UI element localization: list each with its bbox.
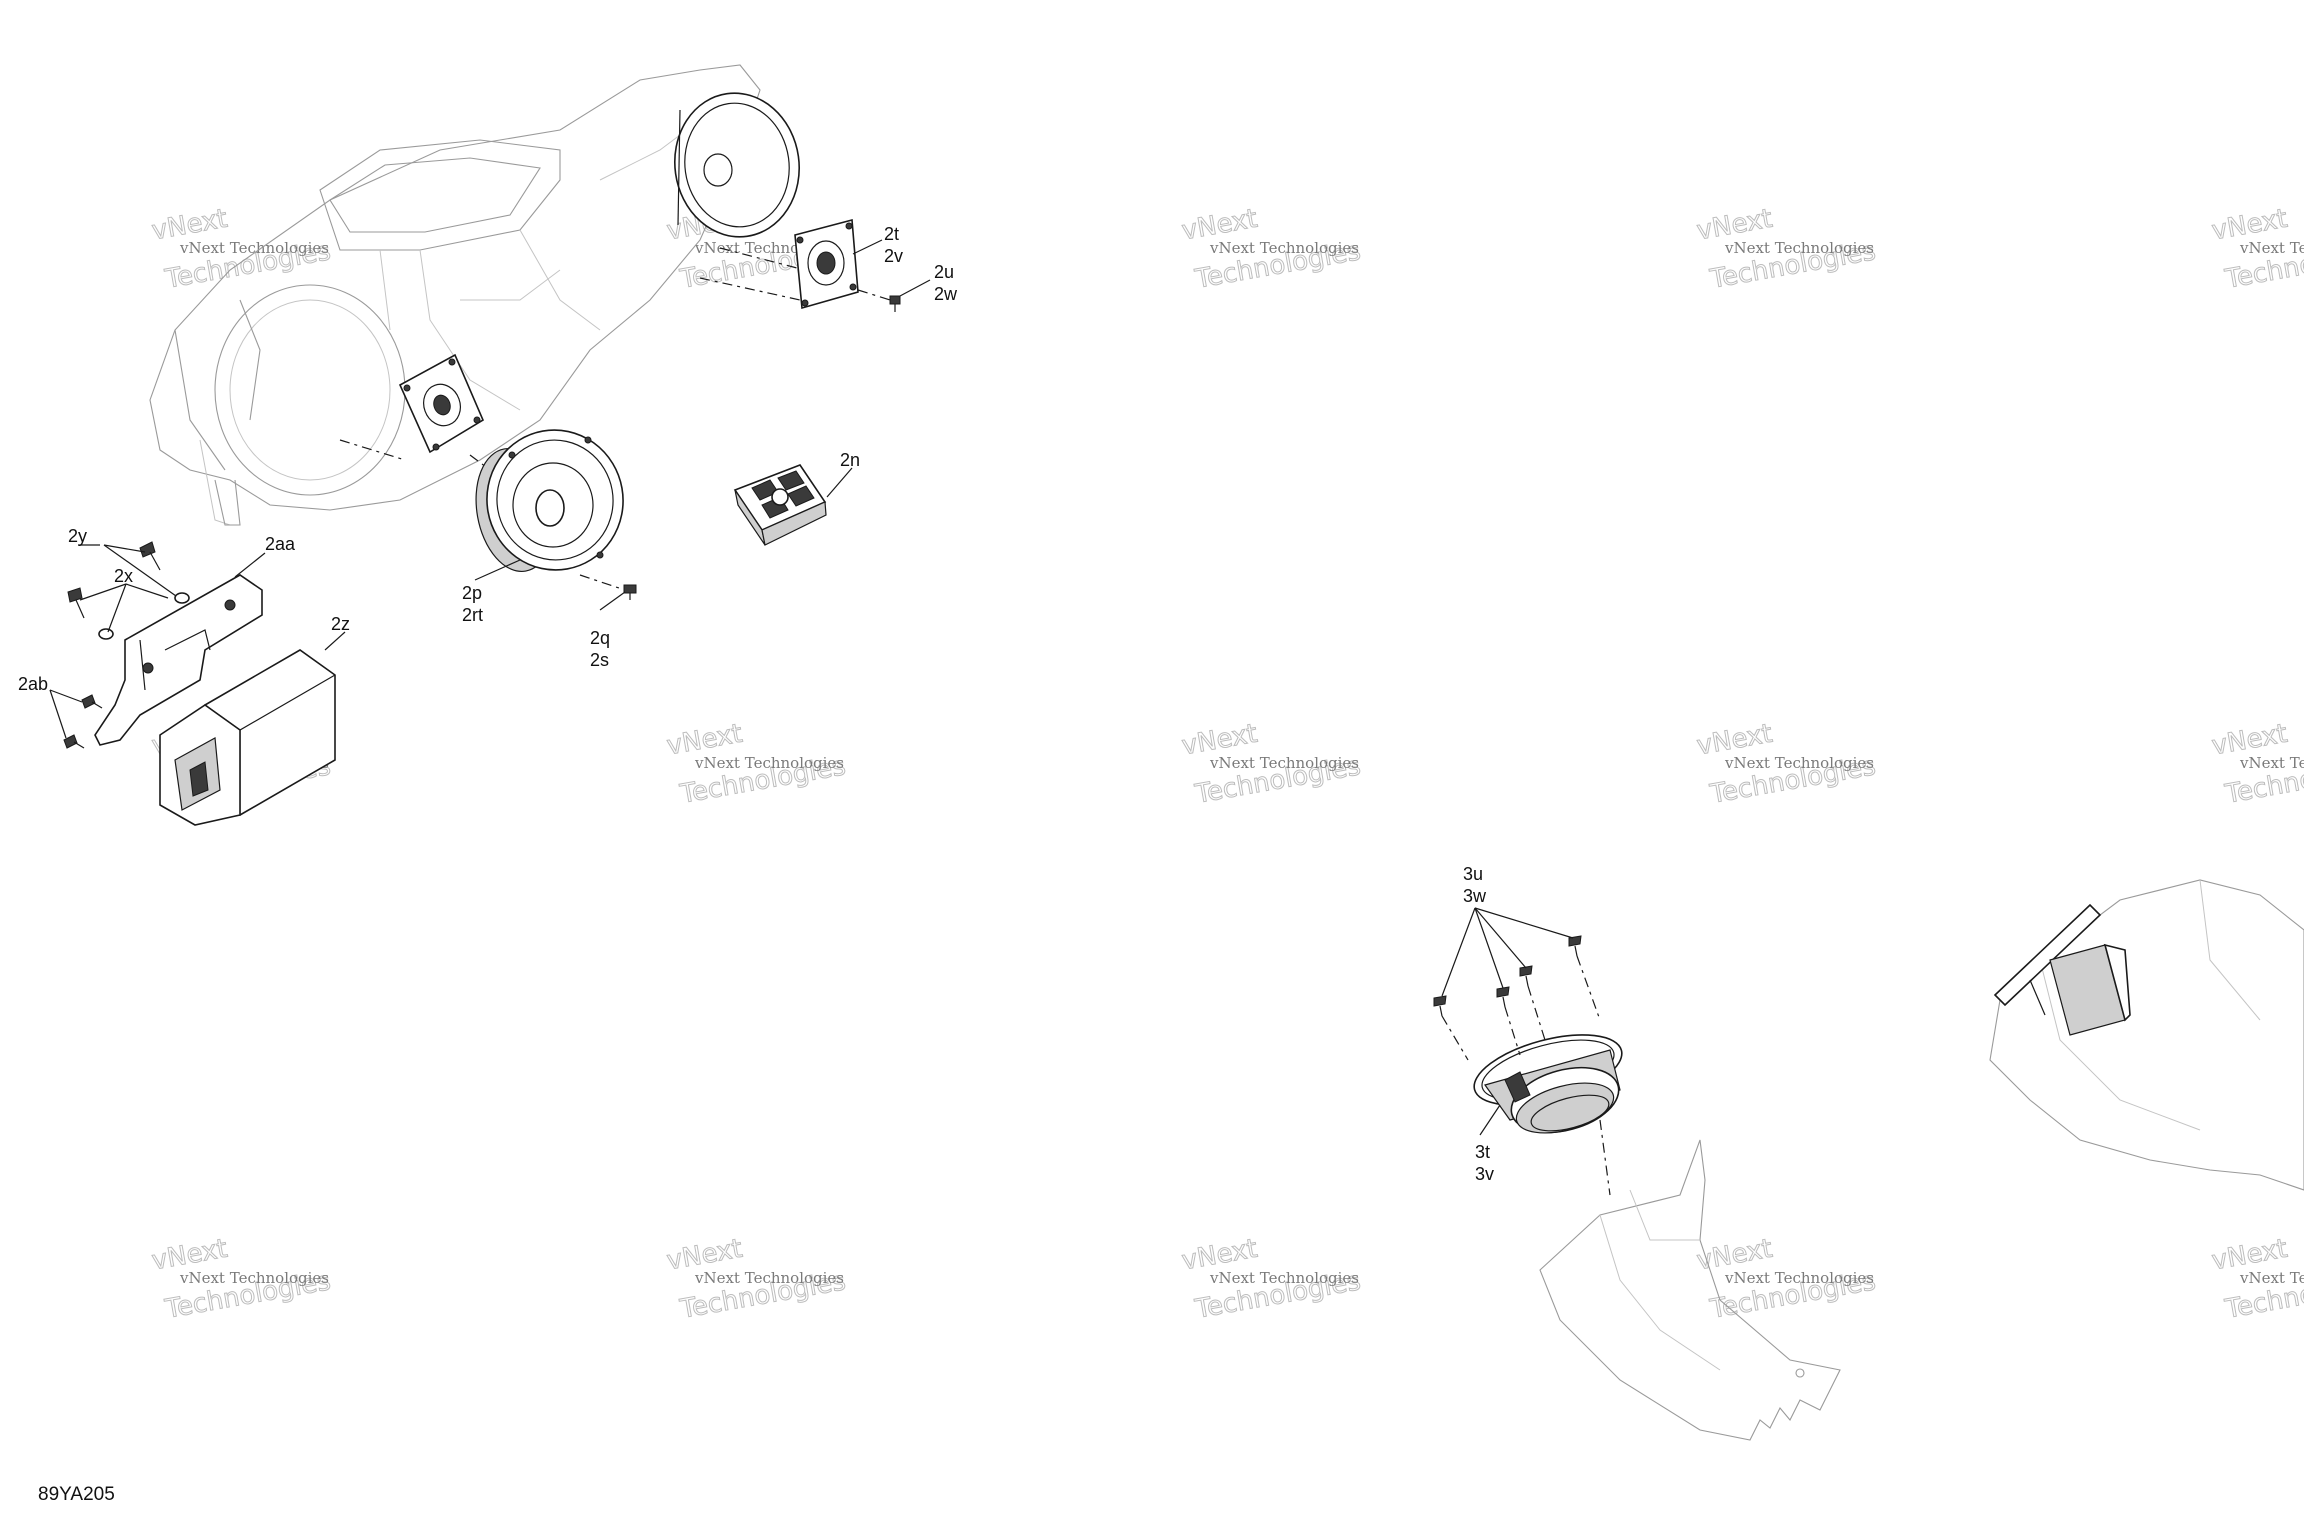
svg-text:vNext Techno: vNext Techno <box>2239 1269 2304 1287</box>
callout-2y: 2y <box>68 526 87 546</box>
callout-text: 2y <box>68 526 87 546</box>
screw-3u-2 <box>1496 986 1510 1008</box>
callout-2x: 2x <box>114 566 133 586</box>
watermark-text: vNext Technologies <box>1209 754 1359 772</box>
callout-text: 2w <box>934 284 958 304</box>
tweeter-plate-lower <box>398 353 485 454</box>
callout-2aa: 2aa <box>265 534 296 554</box>
callout-text: 2q <box>590 628 610 648</box>
watermark-text: vNext Technologies <box>1209 239 1359 257</box>
screw-2u <box>889 295 901 312</box>
callout-2z: 2z <box>331 614 350 634</box>
callout-text: 2aa <box>265 534 296 554</box>
watermark-layer: vNext Technologies vNext Technologies vN… <box>149 203 2304 1325</box>
bolt-2y-upper <box>139 541 161 571</box>
callout-text: 2t <box>884 224 899 244</box>
callout-text: 2p <box>462 583 482 603</box>
callout-text: 2u <box>934 262 954 282</box>
callout-3t-3v: 3t 3v <box>1475 1142 1494 1184</box>
screw-3u-3 <box>1519 965 1533 987</box>
rear-speaker-upper <box>673 92 801 238</box>
screw-2ab-lower <box>63 734 85 749</box>
screw-3u-1 <box>1433 995 1447 1017</box>
svg-text:vNext Techno: vNext Techno <box>2239 754 2304 772</box>
tweeter-plate-upper <box>794 218 859 310</box>
callout-text: 2x <box>114 566 133 586</box>
watermark-text: vNext Technologies <box>694 754 844 772</box>
amplifier-2z <box>159 649 336 826</box>
callout-text: 2rt <box>462 605 483 625</box>
callout-text: 3w <box>1463 886 1487 906</box>
callout-3u-3w: 3u 3w <box>1463 864 1487 906</box>
watermark-text: vNext Technologies <box>694 1269 844 1287</box>
callout-text: 2v <box>884 246 903 266</box>
watermark-text: vNext Technologies <box>179 1269 329 1287</box>
callout-2ab: 2ab <box>18 674 48 694</box>
callout-text: 2ab <box>18 674 48 694</box>
vehicle-body-outline <box>149 64 761 526</box>
callout-text: 3v <box>1475 1164 1494 1184</box>
bracket-2aa <box>94 574 263 746</box>
washer-2x-lower <box>98 628 114 640</box>
svg-text:vNext Techno: vNext Techno <box>2239 239 2304 257</box>
watermark-text: vNext Technologies <box>1209 1269 1359 1287</box>
screw-3u-4 <box>1568 935 1582 957</box>
watermark-text: vNext Technologies <box>1724 239 1874 257</box>
callout-2t-2v: 2t 2v <box>884 224 903 266</box>
control-pad-2n <box>733 464 827 546</box>
speaker-3t <box>1473 1034 1623 1134</box>
screw-2q <box>623 584 637 600</box>
callout-2p-2rt: 2p 2rt <box>462 583 483 625</box>
washer-2x-upper <box>174 592 190 604</box>
callout-2q-2s: 2q 2s <box>590 628 610 670</box>
speaker-2p <box>475 429 624 573</box>
watermark-text: vNext Technologies <box>1724 754 1874 772</box>
side-panel-lower <box>1539 1139 1841 1441</box>
callout-2n: 2n <box>840 450 860 470</box>
callout-text: 3u <box>1463 864 1483 884</box>
callout-2u-2w: 2u 2w <box>934 262 958 304</box>
figure-reference: 89YA205 <box>38 1484 115 1505</box>
bolt-2y-lower <box>67 587 85 619</box>
callout-text: 2n <box>840 450 860 470</box>
side-panel-right <box>1989 879 2304 1191</box>
leader-lines <box>49 239 1574 1136</box>
speaker-right-partial <box>1993 903 2131 1036</box>
screw-2ab-upper <box>81 694 103 709</box>
watermark-text: vNext Technologies <box>179 239 329 257</box>
callout-text: 2z <box>331 614 350 634</box>
callout-text: 3t <box>1475 1142 1490 1162</box>
callout-text: 2s <box>590 650 609 670</box>
watermark-text: vNext Technologies <box>1724 1269 1874 1287</box>
